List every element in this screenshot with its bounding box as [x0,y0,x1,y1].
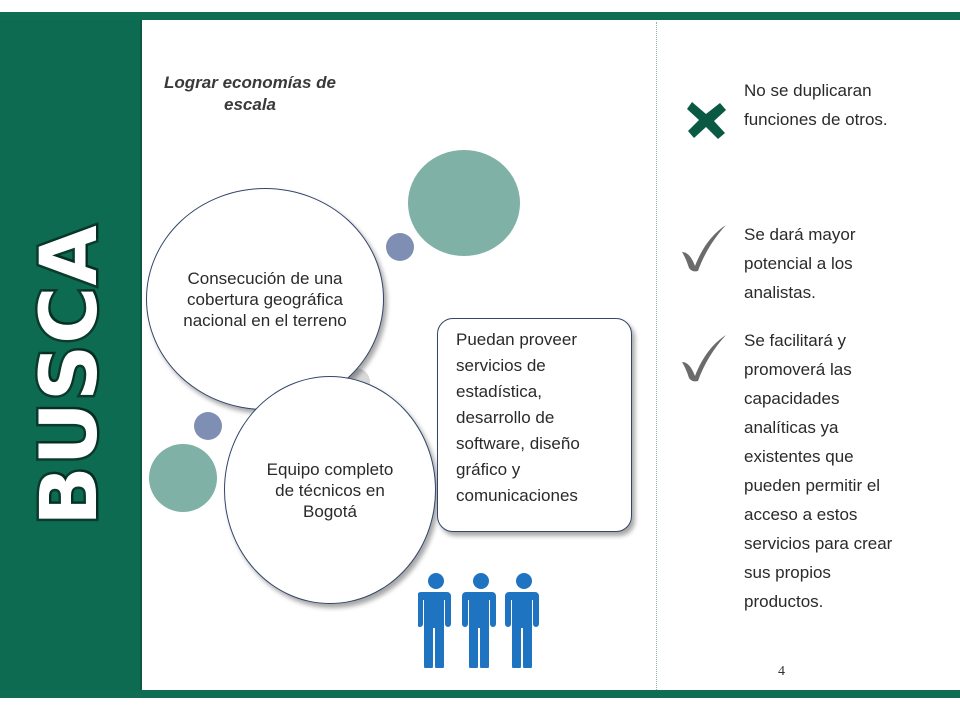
people-icon [418,573,539,668]
item-potencial-text: Se dará mayor potencial a los analistas. [744,225,856,302]
side-title: BUSCA [23,222,118,529]
teal-circle-small [149,444,217,512]
top-accent-bar [0,12,960,20]
circle-cobertura-text: Consecución de una cobertura geográfica … [183,268,347,330]
circle-equipo-text: Equipo completo de técnicos en Bogotá [266,459,394,521]
page-number: 4 [778,664,785,679]
navy-dot-lower [194,412,222,440]
checkmark-icon [682,335,726,382]
circle-equipo: Equipo completo de técnicos en Bogotá [224,376,436,604]
item-no-duplicar-text: No se duplicaran funciones de otros. [744,81,888,129]
bottom-accent-bar [0,690,960,698]
side-panel: BUSCA [0,20,142,690]
circle-cobertura: Consecución de una cobertura geográfica … [146,188,384,410]
navy-dot-upper [386,233,414,261]
item-capacidades-text: Se facilitará y promoverá las capacidade… [744,331,893,611]
x-mark-icon [687,102,726,139]
economias-heading: Lograr economías de escala [164,73,336,114]
checkmark-icon [682,225,726,272]
column-divider [656,22,657,690]
teal-circle-large [408,150,520,256]
speech-bubble: Puedan proveer servicios de estadística,… [437,318,632,532]
speech-bubble-text: Puedan proveer servicios de estadística,… [456,330,580,505]
